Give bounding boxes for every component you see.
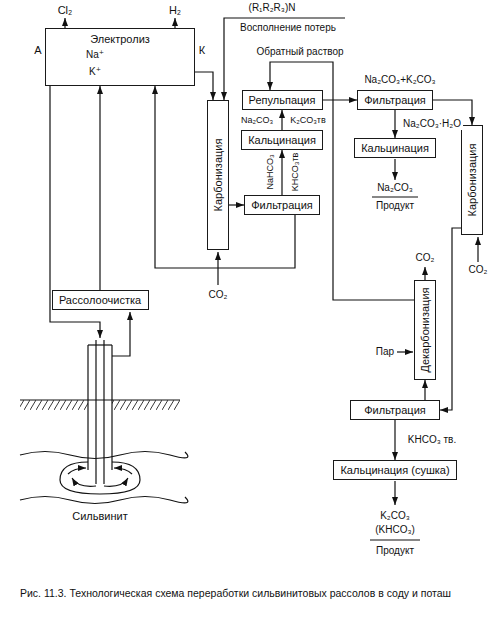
flow-connector <box>195 72 213 100</box>
stream-label: Продукт <box>376 200 414 212</box>
product-rule <box>370 539 420 540</box>
process-box: Кальцинация (сушка) <box>333 460 457 480</box>
stream-label: Продукт <box>376 545 414 557</box>
stream-label: Na⁺ <box>86 49 104 61</box>
well-casing <box>87 345 88 470</box>
stream-label: K₂CO₃ <box>380 510 410 522</box>
figure-caption: Рис. 11.3. Технологическая схема перераб… <box>20 586 480 600</box>
process-label: Фильтрация <box>364 93 425 107</box>
process-label: Рассолоочистка <box>59 293 141 307</box>
stream-label: KHCO₃тв <box>289 153 301 192</box>
well-tube <box>95 340 96 484</box>
stream-label: (KHCO₃) <box>375 524 415 536</box>
process-box: Фильтрация <box>350 400 440 420</box>
layer-line <box>20 497 188 504</box>
flow-arrow <box>68 468 86 474</box>
makeup-line <box>224 18 345 100</box>
stream-label: CO₂ <box>209 289 228 301</box>
process-box: Кальцинация <box>241 130 323 150</box>
stream-label: K₂CO₃тв <box>290 114 326 126</box>
steam-arrow <box>397 351 413 352</box>
flow-connector <box>99 86 100 290</box>
product-rule <box>372 196 418 197</box>
stream-label: Обратный раствор <box>254 46 345 58</box>
stream-label: К <box>199 44 205 56</box>
cavern <box>60 462 140 494</box>
well-casing <box>111 345 112 470</box>
flow-connector <box>440 228 461 410</box>
process-label: Карбонизация <box>465 144 479 217</box>
co2-arrow <box>477 237 478 262</box>
process-box: Репульпация <box>242 90 323 110</box>
process-box: Карбонизация <box>207 100 229 250</box>
process-label: Кальцинация (сушка) <box>340 463 449 477</box>
process-label: Декарбонизация <box>418 287 432 372</box>
stream-label: NaHCO₃ <box>264 154 276 189</box>
stream-label: Na₂CO₃·H₂O <box>401 118 463 130</box>
flow-connector <box>155 86 295 268</box>
well-tube <box>103 340 104 484</box>
gas-arrow <box>64 18 65 28</box>
flow-connector <box>229 204 244 205</box>
process-label: Кальцинация <box>248 133 316 147</box>
raw-brine-line <box>112 312 130 356</box>
layer-line <box>20 452 188 459</box>
stream-label: Восполнение потерь <box>240 22 336 34</box>
process-box: Рассолоочистка <box>52 290 149 310</box>
stream-label: А <box>34 44 41 56</box>
stream-label: CO₂ <box>469 264 488 276</box>
well-head <box>88 344 112 345</box>
flow-connector <box>323 99 358 100</box>
stream-label: Сильвинит <box>72 510 127 522</box>
process-box: Кальцинация <box>354 138 436 158</box>
stream-label: CO₂ <box>416 252 435 264</box>
stream-label: Пар <box>376 346 394 358</box>
stream-label: Na₂CO₃ <box>241 114 273 126</box>
ground-hatch <box>112 400 180 410</box>
stream-label: (R₁R₂R₃)N <box>249 2 296 14</box>
process-label: Фильтрация <box>364 403 425 417</box>
flow-connector <box>394 110 395 138</box>
process-label: Репульпация <box>249 93 316 107</box>
flow-connector <box>281 150 282 195</box>
stream-label: K⁺ <box>89 66 101 78</box>
product-arrow <box>394 481 395 505</box>
process-label: Электролиз <box>90 32 150 46</box>
electrolyzer-cell: Электролиз <box>45 28 195 86</box>
process-box: Фильтрация <box>357 90 433 110</box>
process-label: Карбонизация <box>211 139 225 212</box>
flow-connector <box>281 110 282 130</box>
process-box: Фильтрация <box>244 195 320 215</box>
process-box: Декарбонизация <box>414 280 436 380</box>
stream-label: Na₂CO₃ <box>377 182 413 194</box>
process-label: Фильтрация <box>251 198 312 212</box>
stream-label: Na₂CO₃+K₂CO₃ <box>362 74 437 86</box>
stream-label: KHCO₃ тв. <box>406 434 458 446</box>
ground-hatch <box>20 400 88 410</box>
product-arrow <box>394 159 395 180</box>
flow-connector <box>394 420 395 460</box>
flow-arrow <box>104 478 128 486</box>
process-label: Кальцинация <box>361 141 429 155</box>
flow-arrow <box>72 478 96 486</box>
stream-label: Cl₂ <box>58 4 73 16</box>
process-box: Карбонизация <box>461 125 483 235</box>
flow-connector <box>424 380 425 400</box>
stream-label: H₂ <box>169 4 181 16</box>
gas-arrow <box>174 18 175 28</box>
flow-arrow <box>114 468 132 474</box>
